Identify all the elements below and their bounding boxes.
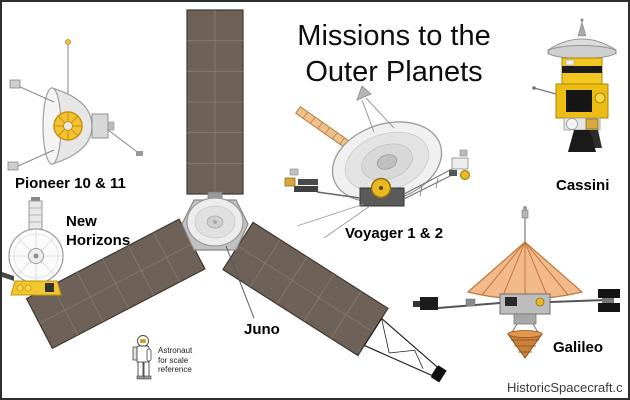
galileo-probe xyxy=(507,330,543,359)
watermark: HistoricSpacecraft.c xyxy=(507,380,623,395)
pioneer-feed-hub xyxy=(53,111,83,141)
juno-illustration xyxy=(25,9,447,383)
cassini-label: Cassini xyxy=(556,177,610,194)
title-line-1: Missions to the xyxy=(297,20,491,52)
scale-note-line-3: reference xyxy=(158,365,192,374)
pioneer-label: Pioneer 10 & 11 xyxy=(15,175,126,192)
scale-reference-note: Astronaut for scale reference xyxy=(158,346,192,375)
page-title: Missions to the Outer Planets xyxy=(254,18,534,90)
new-horizons-label: New Horizons xyxy=(66,212,130,250)
scale-note-line-1: Astronaut xyxy=(158,346,193,355)
cassini-illustration xyxy=(532,18,617,152)
new-horizons-dish xyxy=(8,228,64,284)
voyager-label: Voyager 1 & 2 xyxy=(345,225,444,242)
voyager-illustration xyxy=(284,85,470,239)
new-horizons-label-line-2: Horizons xyxy=(66,232,131,249)
juno-label: Juno xyxy=(244,321,280,338)
pioneer-illustration xyxy=(7,39,143,171)
new-horizons-illustration xyxy=(2,197,64,296)
voyager-golden-record xyxy=(370,177,392,199)
juno-magnetometer-boom xyxy=(363,317,447,383)
galileo-umbrella-antenna xyxy=(466,241,584,300)
juno-dish xyxy=(186,197,244,247)
new-horizons-label-line-1: New xyxy=(66,213,97,230)
scale-note-line-2: for scale xyxy=(158,355,189,365)
title-line-2: Outer Planets xyxy=(305,56,483,88)
astronaut-figure xyxy=(132,335,152,380)
juno-leader-line xyxy=(225,245,255,319)
galileo-illustration xyxy=(413,206,620,359)
galileo-label: Galileo xyxy=(553,339,604,356)
